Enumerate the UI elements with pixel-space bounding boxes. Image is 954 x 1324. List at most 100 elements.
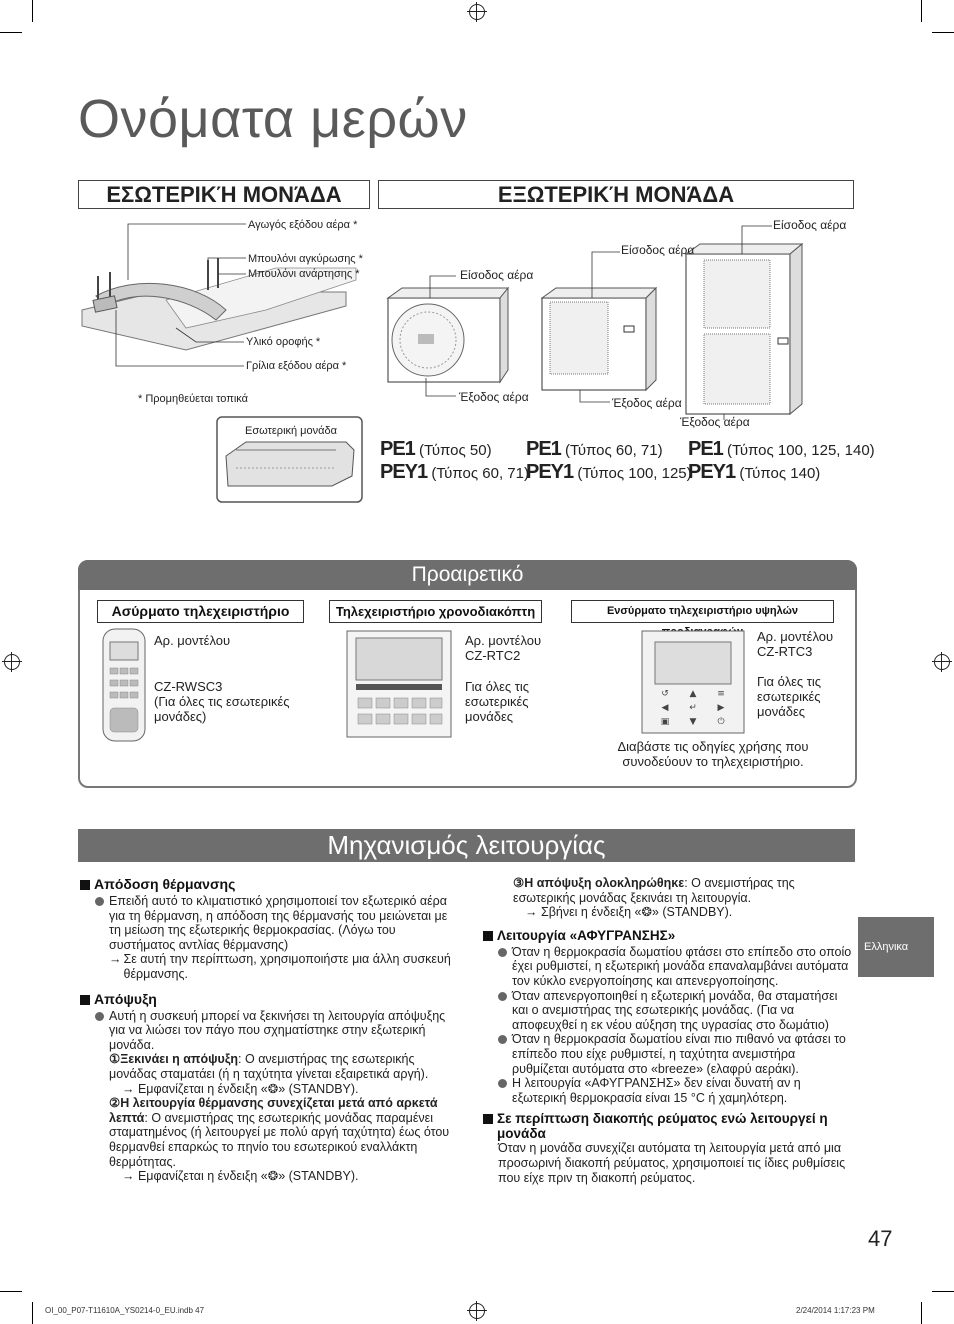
svg-text:▼: ▼ — [690, 717, 697, 727]
dry-item: Όταν η θερμοκρασία δωματίου είναι πιο πι… — [512, 1032, 855, 1076]
model-number: CZ-RWSC3 — [154, 679, 222, 694]
square-bullet-icon — [80, 995, 90, 1005]
optional-item-label: Ασύρματο τηλεχειριστήριο — [97, 600, 304, 623]
heating-arrow: Σε αυτή την περίπτωση, χρησιμοποιήστε μι… — [124, 952, 459, 981]
model-code: PEY1 — [380, 461, 427, 483]
label-ceiling-material: Υλικό οροφής * — [246, 336, 320, 348]
label-air-inlet: Είσοδος αέρα — [773, 218, 846, 232]
page-number: 47 — [868, 1226, 892, 1252]
defrost-title: Απόψυξη — [94, 991, 157, 1007]
model-type: (Τύπος 100, 125) — [577, 465, 691, 482]
crop-mark — [32, 0, 33, 22]
square-bullet-icon — [483, 1114, 493, 1124]
step3-arrow: → Σβήνει η ένδειξη «❂» (STANDBY). — [483, 905, 855, 920]
mechanism-right-column: ③Η απόψυξη ολοκληρώθηκε: Ο ανεμιστήρας τ… — [483, 876, 855, 1185]
model-row-2: PE1 (Τύπος 60, 71) PEY1 (Τύπος 100, 125) — [526, 438, 692, 484]
model-label: Αρ. μοντέλου — [154, 633, 230, 648]
model-type: (Τύπος 50) — [419, 442, 492, 459]
crop-mark — [932, 1291, 954, 1292]
model-number: CZ-RTC3 — [757, 644, 812, 659]
label-locally-supplied: * Προμηθεύεται τοπικά — [138, 393, 248, 405]
model-row-1: PE1 (Τύπος 50) PEY1 (Τύπος 60, 71) — [380, 438, 529, 484]
dry-item: Όταν απενεργοποιηθεί η εξωτερική μονάδα,… — [512, 989, 855, 1033]
dry-item: Όταν η θερμοκρασία δωματίου φτάσει στο ε… — [512, 945, 855, 989]
label-outlet-grille: Γρίλια εξόδου αέρα * — [246, 360, 346, 372]
power-title: Σε περίπτωση διακοπής ρεύματος ενώ λειτο… — [497, 1111, 855, 1141]
svg-text:↺: ↺ — [661, 689, 669, 699]
registration-mark-icon — [934, 654, 950, 670]
footer-timestamp: 2/24/2014 1:17:23 PM — [796, 1306, 875, 1315]
model-row-3: PE1 (Τύπος 100, 125, 140) PEY1 (Τύπος 14… — [688, 438, 875, 484]
label-anchor-bolt: Μπουλόνι αγκύρωσης * — [248, 253, 363, 265]
label-air-inlet: Είσοδος αέρα — [621, 243, 694, 257]
model-label: Αρ. μοντέλου — [757, 629, 833, 644]
crop-mark — [932, 32, 954, 33]
bullet-icon — [498, 948, 507, 957]
svg-text:◀: ◀ — [662, 703, 669, 713]
dry-item: Η λειτουργία «ΑΦΥΓΡΑΝΣΗΣ» δεν είναι δυνα… — [512, 1076, 855, 1105]
model-number: CZ-RTC2 — [465, 648, 520, 663]
optional-item-label: Ενσύρματο τηλεχειριστήριο υψηλών προδιαγ… — [571, 600, 834, 623]
svg-text:↵: ↵ — [689, 703, 697, 713]
crop-mark — [0, 32, 22, 33]
bullet-icon — [498, 1079, 507, 1088]
step1-arrow: → Εμφανίζεται η ένδειξη «❂» (STANDBY). — [80, 1082, 458, 1097]
label-air-outlet: Έξοδος αέρα — [612, 396, 682, 410]
outdoor-units-diagram — [380, 210, 830, 435]
model-code: PEY1 — [688, 461, 735, 483]
svg-text:≡: ≡ — [717, 689, 725, 699]
label-air-inlet: Είσοδος αέρα — [460, 268, 533, 282]
svg-text:▣: ▣ — [661, 717, 670, 727]
model-note: Για όλες τις εσωτερικές μονάδες — [465, 679, 555, 724]
bullet-icon — [95, 897, 104, 906]
model-code: PE1 — [526, 438, 561, 460]
page-title: Ονόματα μερών — [78, 88, 468, 150]
label-indoor-unit: Εσωτερική μονάδα — [245, 425, 337, 437]
registration-mark-icon — [469, 1303, 485, 1319]
mechanism-left-column: Απόδοση θέρμανσης Επειδή αυτό το κλιματι… — [80, 876, 458, 1184]
mechanism-heading: Μηχανισμός λειτουργίας — [78, 829, 855, 862]
optional-heading: Προαιρετικό — [78, 560, 857, 590]
defrost-text: Αυτή η συσκευή μπορεί να ξεκινήσει τη λε… — [109, 1009, 458, 1053]
model-type: (Τύπος 60, 71) — [565, 442, 663, 459]
model-code: PE1 — [380, 438, 415, 460]
wireless-remote-image — [102, 628, 146, 742]
timer-remote-image — [346, 630, 452, 738]
language-tab: Eλληνικα — [858, 917, 934, 977]
model-code: PE1 — [688, 438, 723, 460]
bullet-icon — [498, 1035, 507, 1044]
crop-mark — [921, 0, 922, 22]
arrow-icon: → — [109, 952, 122, 981]
model-note: (Για όλες τις εσωτερικές μονάδες) — [154, 694, 304, 724]
bullet-icon — [95, 1012, 104, 1021]
square-bullet-icon — [80, 880, 90, 890]
heating-text: Επειδή αυτό το κλιματιστικό χρησιμοποιεί… — [109, 894, 458, 952]
model-type: (Τύπος 100, 125, 140) — [727, 442, 875, 459]
wired-remote-image: ↺▲≡ ◀↵▶ ▣▼⏻ — [641, 630, 745, 734]
square-bullet-icon — [483, 931, 493, 941]
svg-text:▶: ▶ — [718, 703, 725, 713]
crop-mark — [32, 1302, 33, 1324]
step2-text: : Ο ανεμιστήρας της εσωτερικής μονάδας π… — [109, 1111, 449, 1169]
bullet-icon — [498, 992, 507, 1001]
label-air-outlet: Έξοδος αέρα — [680, 415, 750, 429]
label-air-outlet-duct: Αγωγός εξόδου αέρα * — [248, 219, 357, 231]
heating-title: Απόδοση θέρμανσης — [94, 876, 235, 892]
crop-mark — [0, 1291, 22, 1292]
power-text: Όταν η μονάδα συνεχίζει αυτόματα τη λειτ… — [483, 1141, 855, 1185]
registration-mark-icon — [469, 4, 485, 20]
registration-mark-icon — [4, 654, 20, 670]
model-label: Αρ. μοντέλου — [465, 633, 541, 648]
dry-title: Λειτουργία «ΑΦΥΓΡΑΝΣΗΣ» — [497, 928, 675, 943]
crop-mark — [921, 1302, 922, 1324]
read-manual-note: Διαβάστε τις οδηγίες χρήσης που συνοδεύο… — [608, 739, 818, 769]
outdoor-unit-heading: ΕΞΩΤΕΡΙΚΉ ΜΟΝΆΔΑ — [378, 180, 854, 209]
label-air-outlet: Έξοδος αέρα — [459, 390, 529, 404]
step3-title: ③Η απόψυξη ολοκληρώθηκε — [513, 876, 684, 890]
footer-file-info: OI_00_P07-T11610A_YS0214-0_EU.indb 47 — [45, 1306, 204, 1315]
model-note: Για όλες τις εσωτερικές μονάδες — [757, 674, 837, 719]
step1-title: ①Ξεκινάει η απόψυξη — [109, 1052, 238, 1066]
model-code: PEY1 — [526, 461, 573, 483]
indoor-unit-heading: ΕΣΩΤΕΡΙΚΉ ΜΟΝΆΔΑ — [78, 180, 370, 209]
model-type: (Τύπος 140) — [739, 465, 820, 482]
